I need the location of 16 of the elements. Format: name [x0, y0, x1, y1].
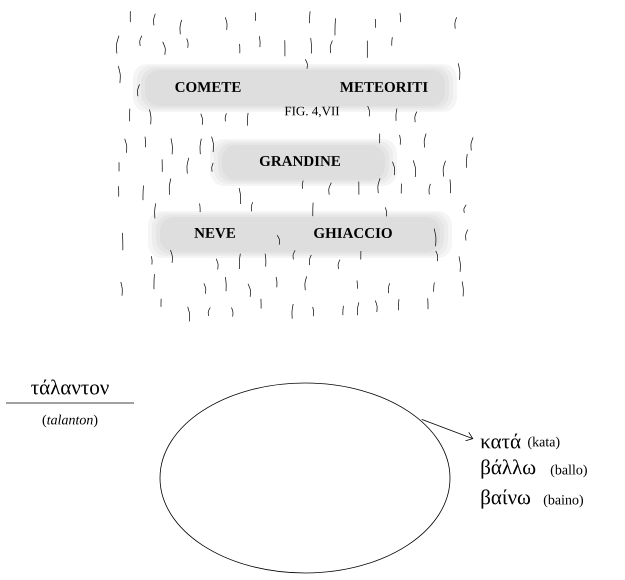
greek-word: τάλαντον	[31, 380, 109, 394]
arrow	[421, 418, 474, 442]
greek-word: βάλλω	[482, 459, 536, 479]
transliteration: (kata)	[528, 436, 560, 450]
circle	[160, 382, 450, 574]
transliteration: (baino)	[544, 494, 584, 508]
caps-label: METEORITI	[340, 82, 428, 92]
caps-label: COMETE	[175, 82, 241, 92]
greek-word: κατά	[480, 434, 521, 448]
caps-label: GHIACCIO	[314, 228, 392, 238]
transliteration: (talanton)	[42, 414, 98, 428]
caps-label: NEVE	[194, 228, 236, 238]
transliteration: (ballo)	[550, 464, 587, 478]
caps-label: GRANDINE	[260, 156, 340, 166]
figure-label: FIG. 4,VII	[284, 106, 340, 118]
greek-word: βαίνω	[482, 489, 530, 509]
